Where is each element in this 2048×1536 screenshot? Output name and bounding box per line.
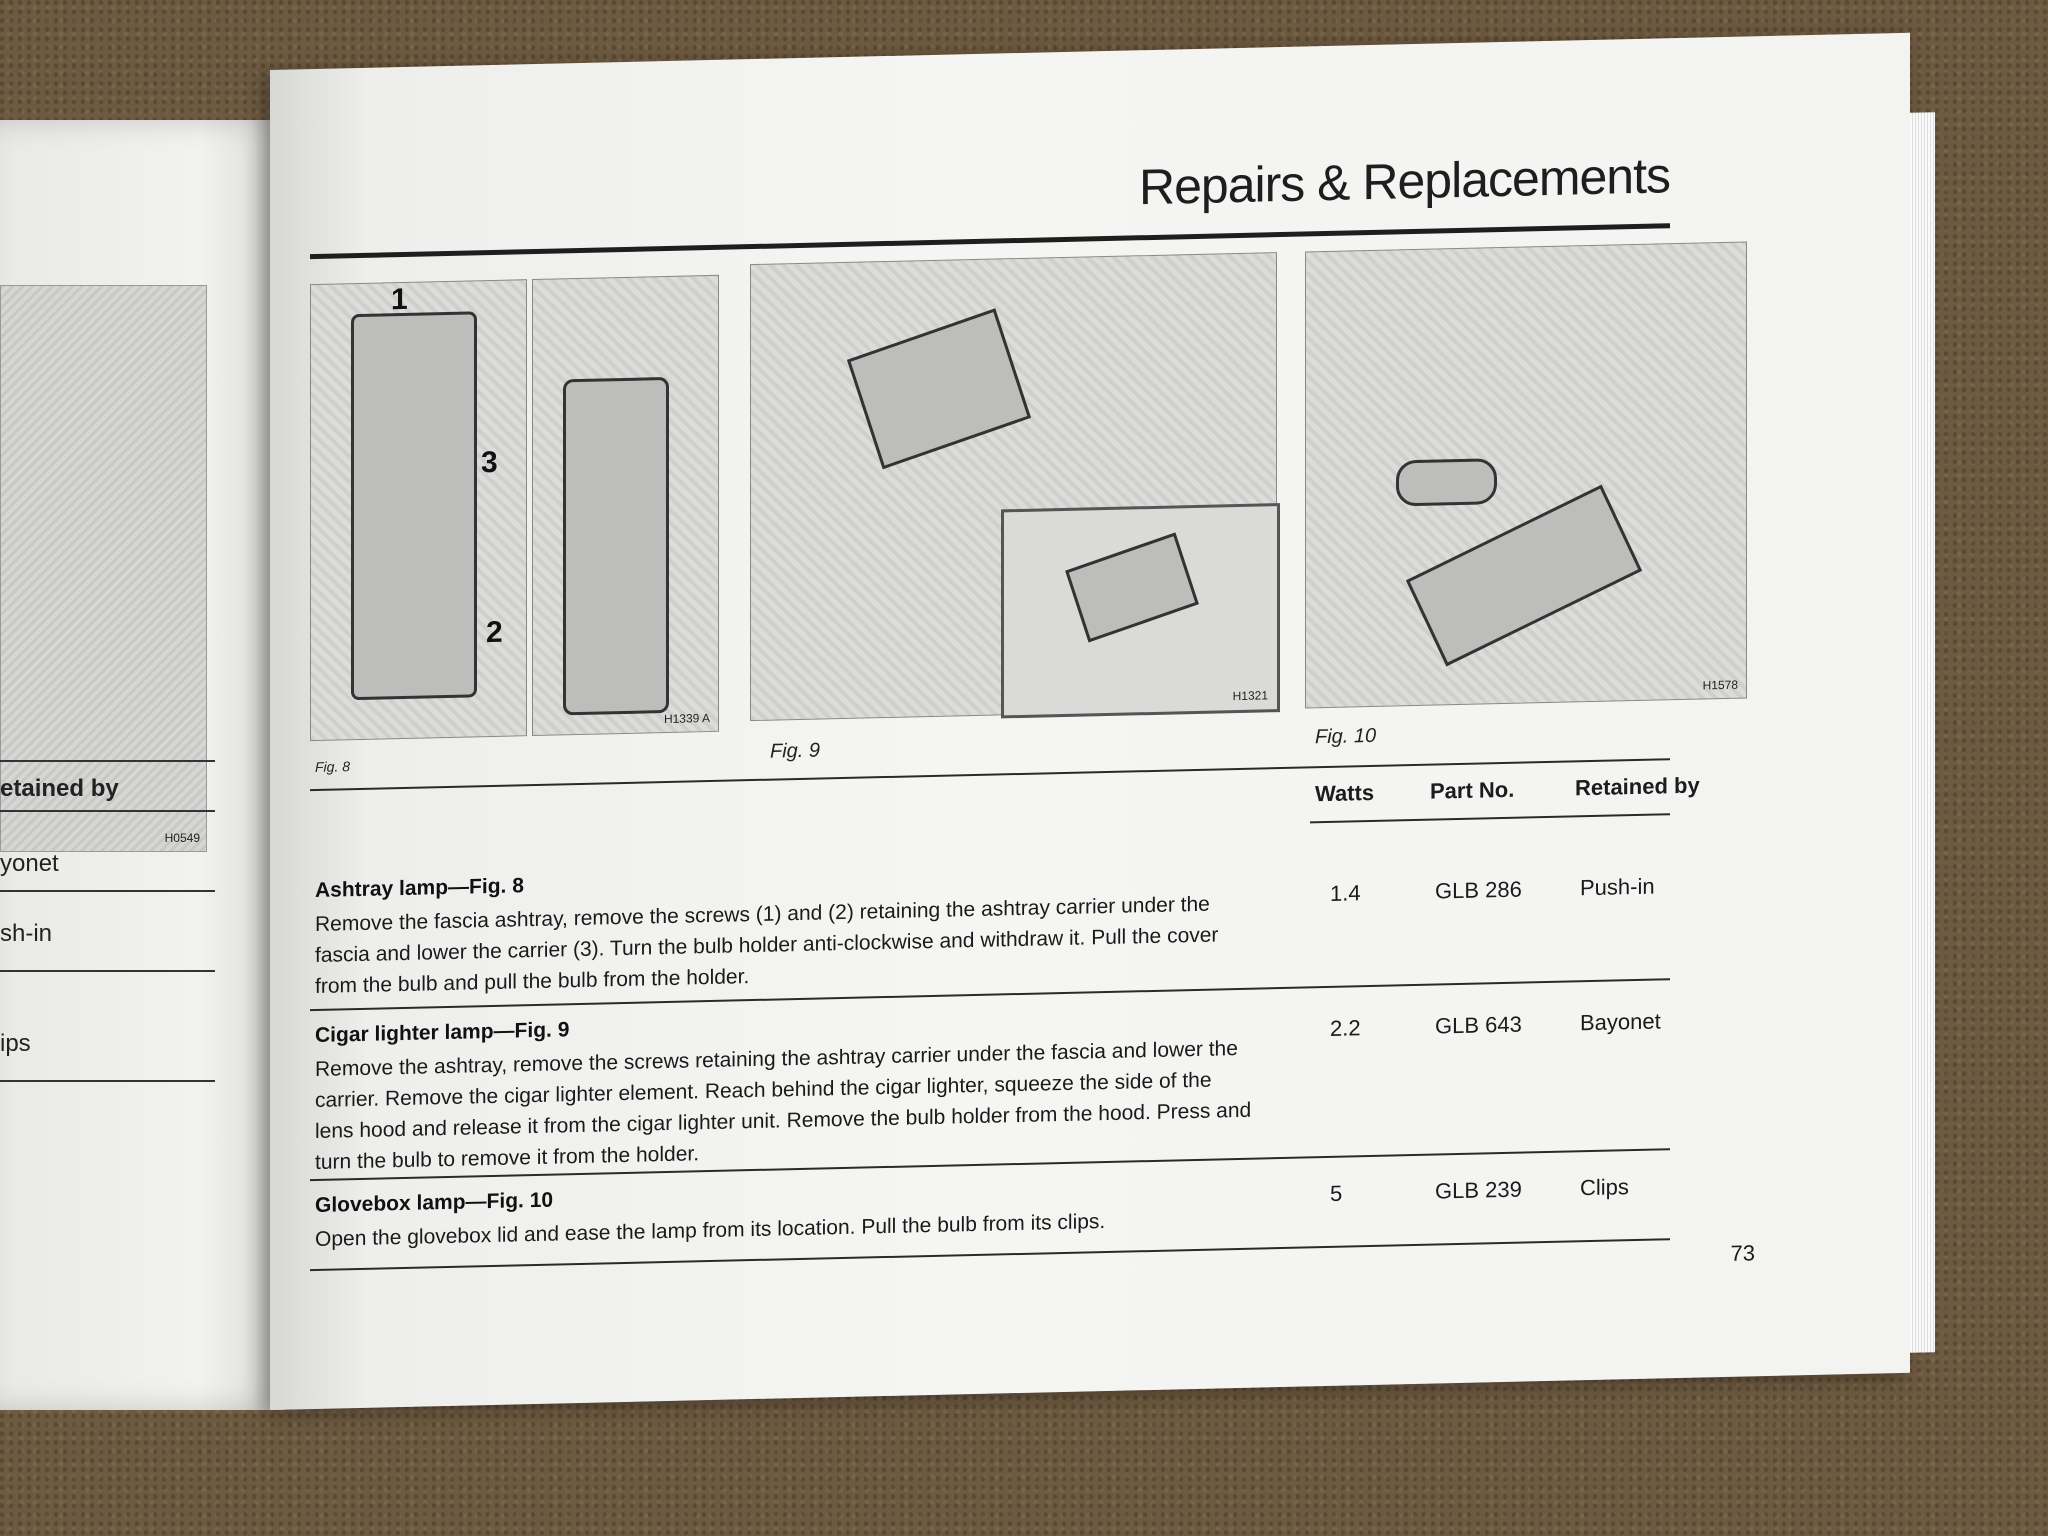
figure-8-right-panel: H1339 A: [532, 274, 719, 737]
ashtray-carrier: [351, 311, 477, 701]
cigar-lighter-lamp-title: Cigar lighter lamp—Fig. 9: [315, 1018, 570, 1047]
page-title: Repairs & Replacements: [1138, 147, 1670, 216]
page-edge: [1910, 112, 1935, 1353]
figure-code: H1321: [1232, 688, 1268, 704]
left-row-2: sh-in: [0, 920, 53, 947]
left-row-3: ips: [0, 1030, 31, 1057]
figure-code: H0549: [164, 831, 200, 845]
cigar-watts: 2.2: [1330, 1015, 1361, 1041]
figure-8-caption: Fig. 8: [315, 758, 351, 775]
glovebox-part-no: GLB 239: [1435, 1176, 1522, 1204]
ashtray-lamp-body: Remove the fascia ashtray, remove the sc…: [315, 892, 1219, 998]
ashtray-lamp-title: Ashtray lamp—Fig. 8: [315, 874, 524, 902]
glovebox-lamp-title: Glovebox lamp—Fig. 10: [315, 1188, 554, 1217]
figure-9-caption: Fig. 9: [770, 739, 821, 763]
callout-2: 2: [486, 615, 503, 650]
divider: [0, 970, 215, 972]
cigar-part-no: GLB 643: [1435, 1011, 1522, 1039]
figure-code: H1578: [1702, 677, 1738, 693]
callout-1: 1: [391, 282, 408, 317]
ashtray-retained: Push-in: [1580, 873, 1655, 901]
bulb: [1396, 458, 1497, 507]
header-retained-by: Retained by: [1575, 772, 1700, 801]
ashtray-part-no: GLB 286: [1435, 876, 1522, 904]
glovebox-lamp: [1405, 484, 1643, 667]
figure-8-left-panel: 1 2 3: [310, 279, 527, 742]
left-row-1: yonet: [0, 850, 59, 877]
header-part-no: Part No.: [1430, 776, 1515, 804]
figure-10: H1578: [1305, 241, 1747, 709]
divider: [0, 810, 215, 812]
left-figure: H0549: [0, 285, 207, 852]
figure-9-inset: [1001, 503, 1280, 719]
glovebox-retained: Clips: [1580, 1174, 1629, 1201]
callout-3: 3: [481, 445, 498, 480]
figure-10-caption: Fig. 10: [1315, 724, 1377, 749]
header-watts: Watts: [1315, 779, 1375, 807]
figure-code: H1339 A: [663, 711, 710, 727]
divider: [0, 890, 215, 892]
glovebox-watts: 5: [1330, 1180, 1343, 1206]
header-rule: [1310, 813, 1670, 824]
cigar-retained: Bayonet: [1580, 1008, 1661, 1036]
divider: [0, 1080, 215, 1082]
left-page: H0549 etained by yonet sh-in ips: [0, 120, 285, 1410]
lens-hood: [846, 308, 1032, 470]
right-page: Repairs & Replacements 1 2 3 H1339 A Fig…: [270, 32, 1935, 1410]
cigar-lighter-lamp-body: Remove the ashtray, remove the screws re…: [315, 1037, 1252, 1174]
left-header-partial: etained by: [0, 775, 119, 802]
divider: [0, 760, 215, 762]
figure-9: H1321: [750, 252, 1280, 722]
bulb-holder: [563, 376, 669, 716]
lens-hood-detail: [1065, 532, 1199, 643]
ashtray-watts: 1.4: [1330, 880, 1361, 906]
page-number: 73: [1730, 1240, 1755, 1266]
